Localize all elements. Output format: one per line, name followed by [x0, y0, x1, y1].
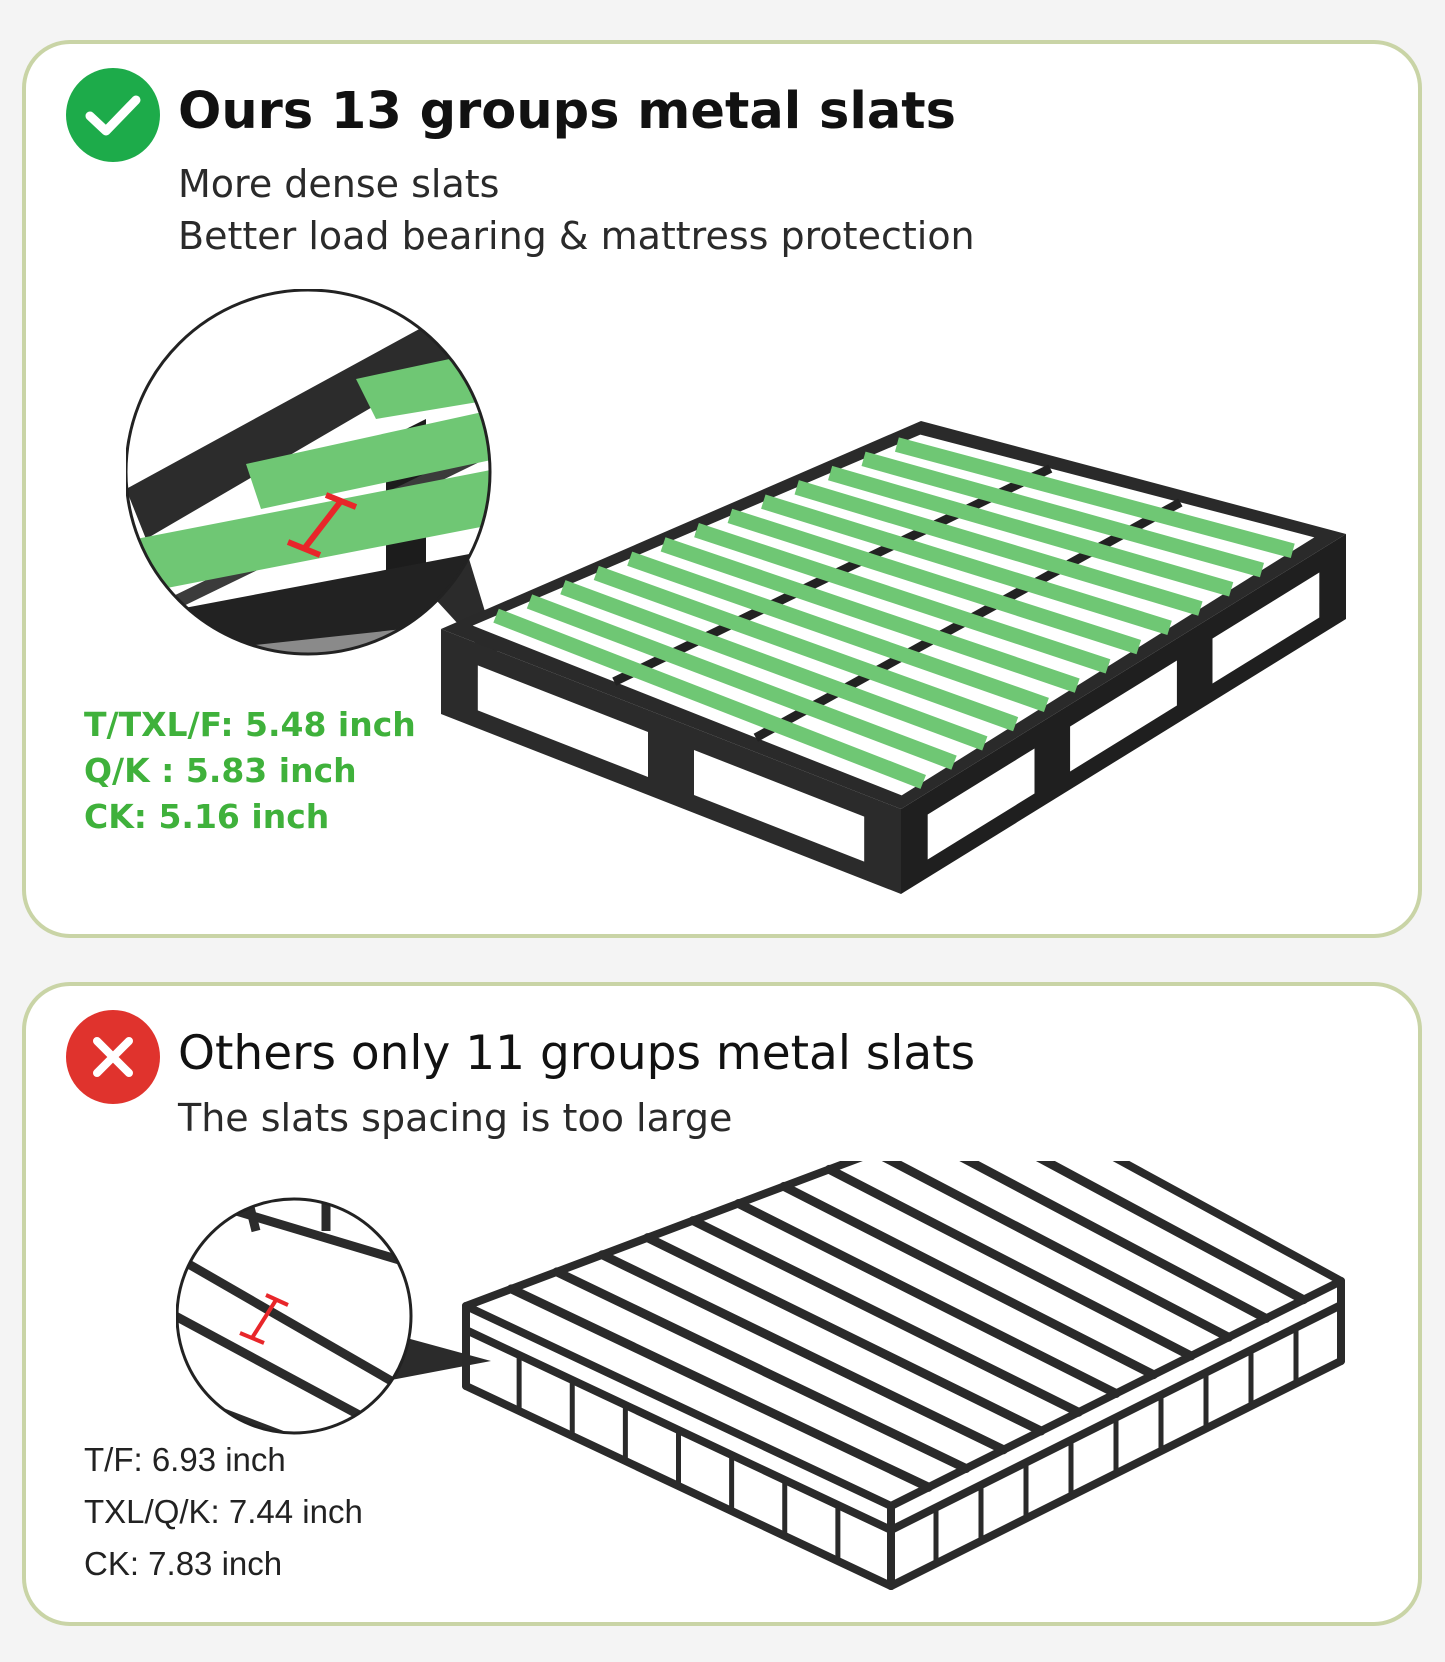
others-subtitle: The slats spacing is too large: [178, 1096, 733, 1140]
slat: [734, 1199, 1121, 1398]
frame-opening: [1212, 572, 1320, 684]
ours-subtitle-2: Better load bearing & mattress protectio…: [178, 214, 975, 258]
frame-opening: [477, 665, 648, 777]
spec-line: CK: 5.16 inch: [84, 797, 330, 836]
others-spacing-specs: T/F: 6.93 inch TXL/Q/K: 7.44 inch CK: 7.…: [84, 1434, 363, 1590]
others-bed-frame-illustration: [462, 1161, 1345, 1590]
spec-line: T/TXL/F: 5.48 inch: [84, 705, 416, 744]
slat: [959, 1161, 1271, 1323]
slat: [506, 1284, 933, 1492]
ours-title: Ours 13 groups metal slats: [178, 82, 957, 141]
slat: [660, 537, 1080, 693]
slat: [526, 594, 957, 770]
slat: [727, 508, 1142, 655]
slat: [779, 1181, 1158, 1380]
ours-bed-frame-illustration: [441, 421, 1346, 894]
others-zoom-detail: [176, 1197, 491, 1435]
slat: [493, 608, 926, 789]
slat: [794, 480, 1203, 616]
slat: [627, 551, 1049, 712]
spacing-marker: [239, 1293, 289, 1345]
spec-line: TXL/Q/K: 7.44 inch: [84, 1493, 363, 1530]
ours-zoom-detail: [126, 289, 504, 674]
slat: [643, 1233, 1046, 1436]
frame-opening: [927, 748, 1035, 860]
slat: [761, 494, 1172, 636]
slat: [597, 1250, 1008, 1455]
frame-opening: [1070, 660, 1177, 772]
slat: [1035, 1161, 1308, 1305]
slat: [694, 523, 1111, 674]
frame-rail: [462, 1302, 895, 1510]
slat: [894, 437, 1295, 559]
spacing-marker: [286, 492, 358, 558]
spec-line: CK: 7.83 inch: [84, 1545, 283, 1582]
frame-opening: [694, 750, 865, 862]
slat: [688, 1216, 1083, 1417]
frame-rail: [1112, 1161, 1345, 1285]
ours-subtitle-1: More dense slats: [178, 162, 500, 206]
others-title: Others only 11 groups metal slats: [178, 1026, 976, 1081]
slat: [881, 1161, 1233, 1342]
slat: [560, 580, 988, 751]
slat: [824, 1164, 1196, 1361]
spec-line: T/F: 6.93 inch: [84, 1441, 286, 1478]
x-icon: [66, 1010, 160, 1104]
check-icon: [66, 68, 160, 162]
slat: [593, 565, 1019, 732]
others-panel: Others only 11 groups metal slats The sl…: [22, 982, 1422, 1626]
slat: [552, 1267, 971, 1473]
spec-line: Q/K : 5.83 inch: [84, 751, 357, 790]
ours-panel: Ours 13 groups metal slats More dense sl…: [22, 40, 1422, 938]
slat: [828, 465, 1234, 597]
ours-spacing-specs: T/TXL/F: 5.48 inch Q/K : 5.83 inch CK: 5…: [84, 702, 416, 840]
slat: [861, 451, 1264, 578]
